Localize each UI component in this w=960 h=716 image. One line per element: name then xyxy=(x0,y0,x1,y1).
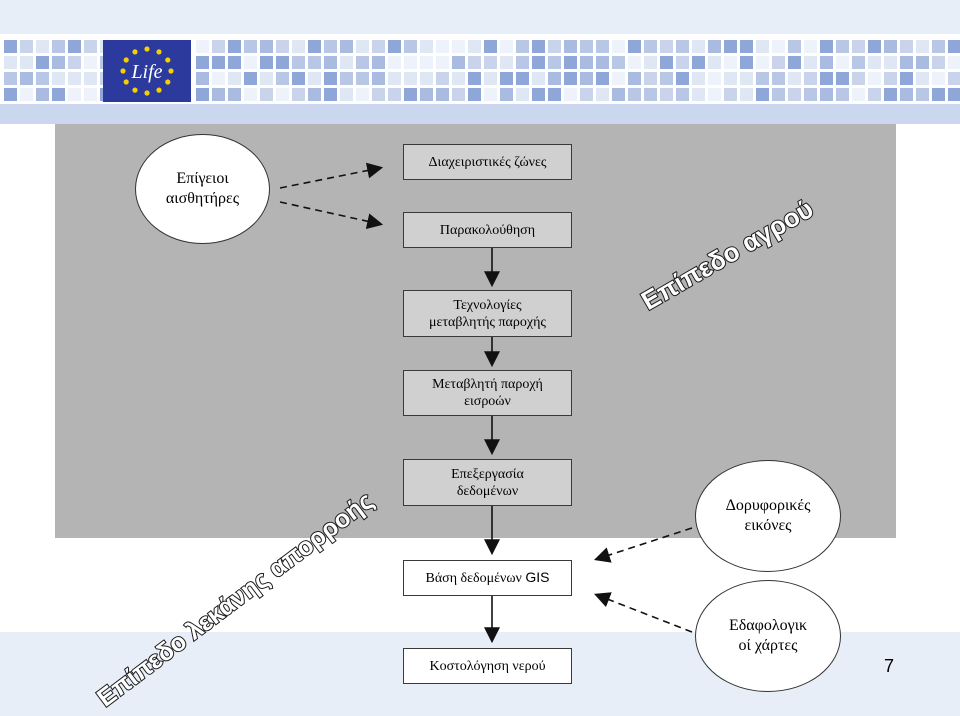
management-zones-box: Διαχειριστικές ζώνες xyxy=(403,144,572,180)
top-band xyxy=(0,0,960,34)
eu-stars-icon: Life xyxy=(120,46,174,96)
ground-sensors-node: Επίγειοι αισθητήρες xyxy=(135,134,270,244)
monitoring-box: Παρακολούθηση xyxy=(403,212,572,248)
vrt-tech-line1: Τεχνολογίες xyxy=(453,297,522,313)
logo-text: Life xyxy=(130,61,162,83)
header-mosaic xyxy=(4,40,960,101)
blue-bar xyxy=(0,104,960,124)
ground-sensors-line1: Επίγειοι xyxy=(176,170,229,187)
water-costing-box: Κοστολόγηση νερού xyxy=(403,648,572,684)
satellite-line1: Δορυφορικές xyxy=(725,497,811,514)
page-number: 7 xyxy=(884,656,895,676)
arrow-soil-to-gis xyxy=(594,592,693,633)
satellite-images-node: Δορυφορικές εικόνες xyxy=(695,460,841,572)
data-processing-box: Επεξεργασία δεδομένων xyxy=(403,459,572,506)
soil-maps-node: Εδαφολογικ οί χάρτες xyxy=(695,580,841,692)
variable-input-line1: Μεταβλητή παροχή xyxy=(432,377,543,392)
gis-database-box: Βάση δεδομένων GIS xyxy=(403,560,572,596)
data-processing-line1: Επεξεργασία xyxy=(451,466,524,482)
life-logo: Life xyxy=(103,40,191,102)
gis-db-suffix: GIS xyxy=(525,569,550,585)
monitoring-label: Παρακολούθηση xyxy=(439,222,536,238)
gis-db-prefix: Βάση δεδομένων xyxy=(425,571,522,586)
ground-sensors-line2: αισθητήρες xyxy=(165,190,240,207)
vrt-tech-line2: μεταβλητής παροχής xyxy=(429,314,546,330)
soil-maps-line1: Εδαφολογικ xyxy=(728,617,808,634)
water-costing-label: Κοστολόγηση νερού xyxy=(429,658,546,674)
data-processing-line2: δεδομένων xyxy=(456,483,519,499)
soil-maps-line2: οί χάρτες xyxy=(738,637,798,654)
satellite-line2: εικόνες xyxy=(744,517,792,534)
arrow-sensors-to-zones xyxy=(279,162,384,189)
management-zones-label: Διαχειριστικές ζώνες xyxy=(428,154,547,170)
arrow-sensors-to-monitoring xyxy=(279,201,384,230)
variable-input-line2: εισροών xyxy=(464,394,511,409)
arrow-satellite-to-gis xyxy=(593,527,693,563)
variable-input-box: Μεταβλητή παροχή εισροών xyxy=(403,370,572,416)
vrt-technologies-box: Τεχνολογίες μεταβλητής παροχής xyxy=(403,290,572,337)
